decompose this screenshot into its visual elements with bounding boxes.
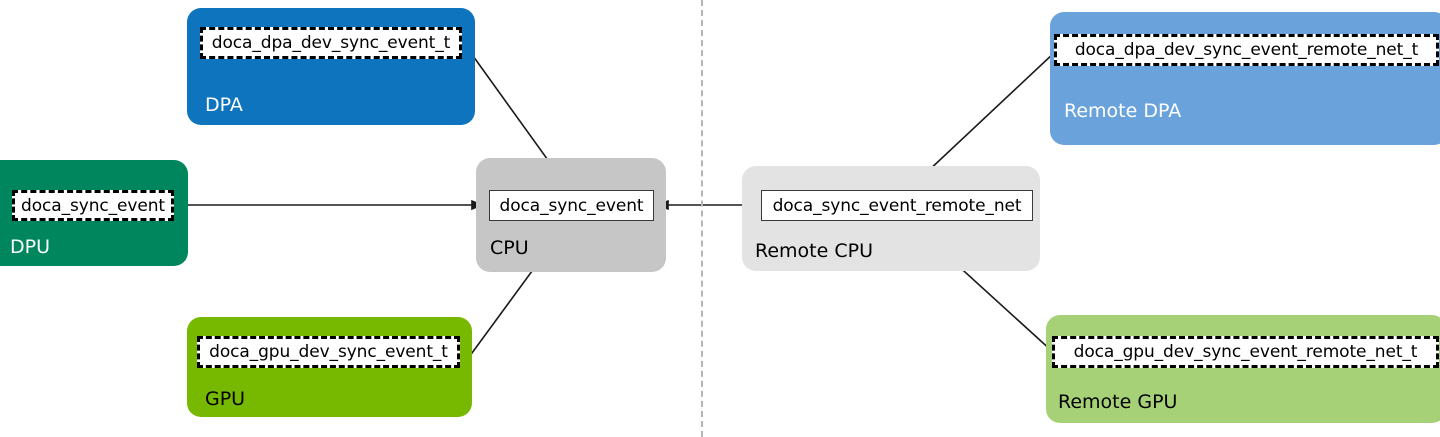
node-remote-dpa[interactable]: Remote DPA (1050, 12, 1440, 145)
node-gpu-label: GPU (205, 388, 246, 410)
chip-doca-dpa-dev-sync-event-t[interactable]: doca_dpa_dev_sync_event_t (200, 27, 462, 59)
chip-label: doca_sync_event (21, 195, 165, 216)
node-dpa-label: DPA (205, 94, 243, 116)
chip-doca-gpu-dev-sync-event-t[interactable]: doca_gpu_dev_sync_event_t (197, 336, 460, 368)
chip-doca-sync-event-dpu[interactable]: doca_sync_event (12, 190, 174, 221)
node-remote-gpu[interactable]: Remote GPU (1046, 315, 1440, 423)
node-cpu-label: CPU (490, 237, 529, 259)
node-dpa[interactable]: DPA (187, 8, 475, 125)
chip-doca-dpa-dev-sync-event-remote-net-t[interactable]: doca_dpa_dev_sync_event_remote_net_t (1054, 34, 1439, 66)
chip-doca-sync-event-remote-net[interactable]: doca_sync_event_remote_net (761, 190, 1033, 221)
chip-label: doca_gpu_dev_sync_event_t (209, 342, 448, 362)
chip-label: doca_gpu_dev_sync_event_remote_net_t (1073, 342, 1418, 362)
node-remote-cpu-label: Remote CPU (755, 240, 873, 262)
node-remote-gpu-label: Remote GPU (1058, 391, 1178, 413)
node-dpu-label: DPU (10, 236, 50, 258)
chip-label: doca_sync_event (499, 195, 644, 216)
chip-label: doca_dpa_dev_sync_event_t (211, 33, 451, 53)
chip-label: doca_dpa_dev_sync_event_remote_net_t (1074, 40, 1419, 60)
node-remote-dpa-label: Remote DPA (1064, 100, 1182, 122)
chip-doca-sync-event-cpu[interactable]: doca_sync_event (489, 190, 654, 221)
local-remote-divider (701, 0, 703, 437)
chip-doca-gpu-dev-sync-event-remote-net-t[interactable]: doca_gpu_dev_sync_event_remote_net_t (1052, 336, 1439, 368)
chip-label: doca_sync_event_remote_net (772, 195, 1022, 216)
